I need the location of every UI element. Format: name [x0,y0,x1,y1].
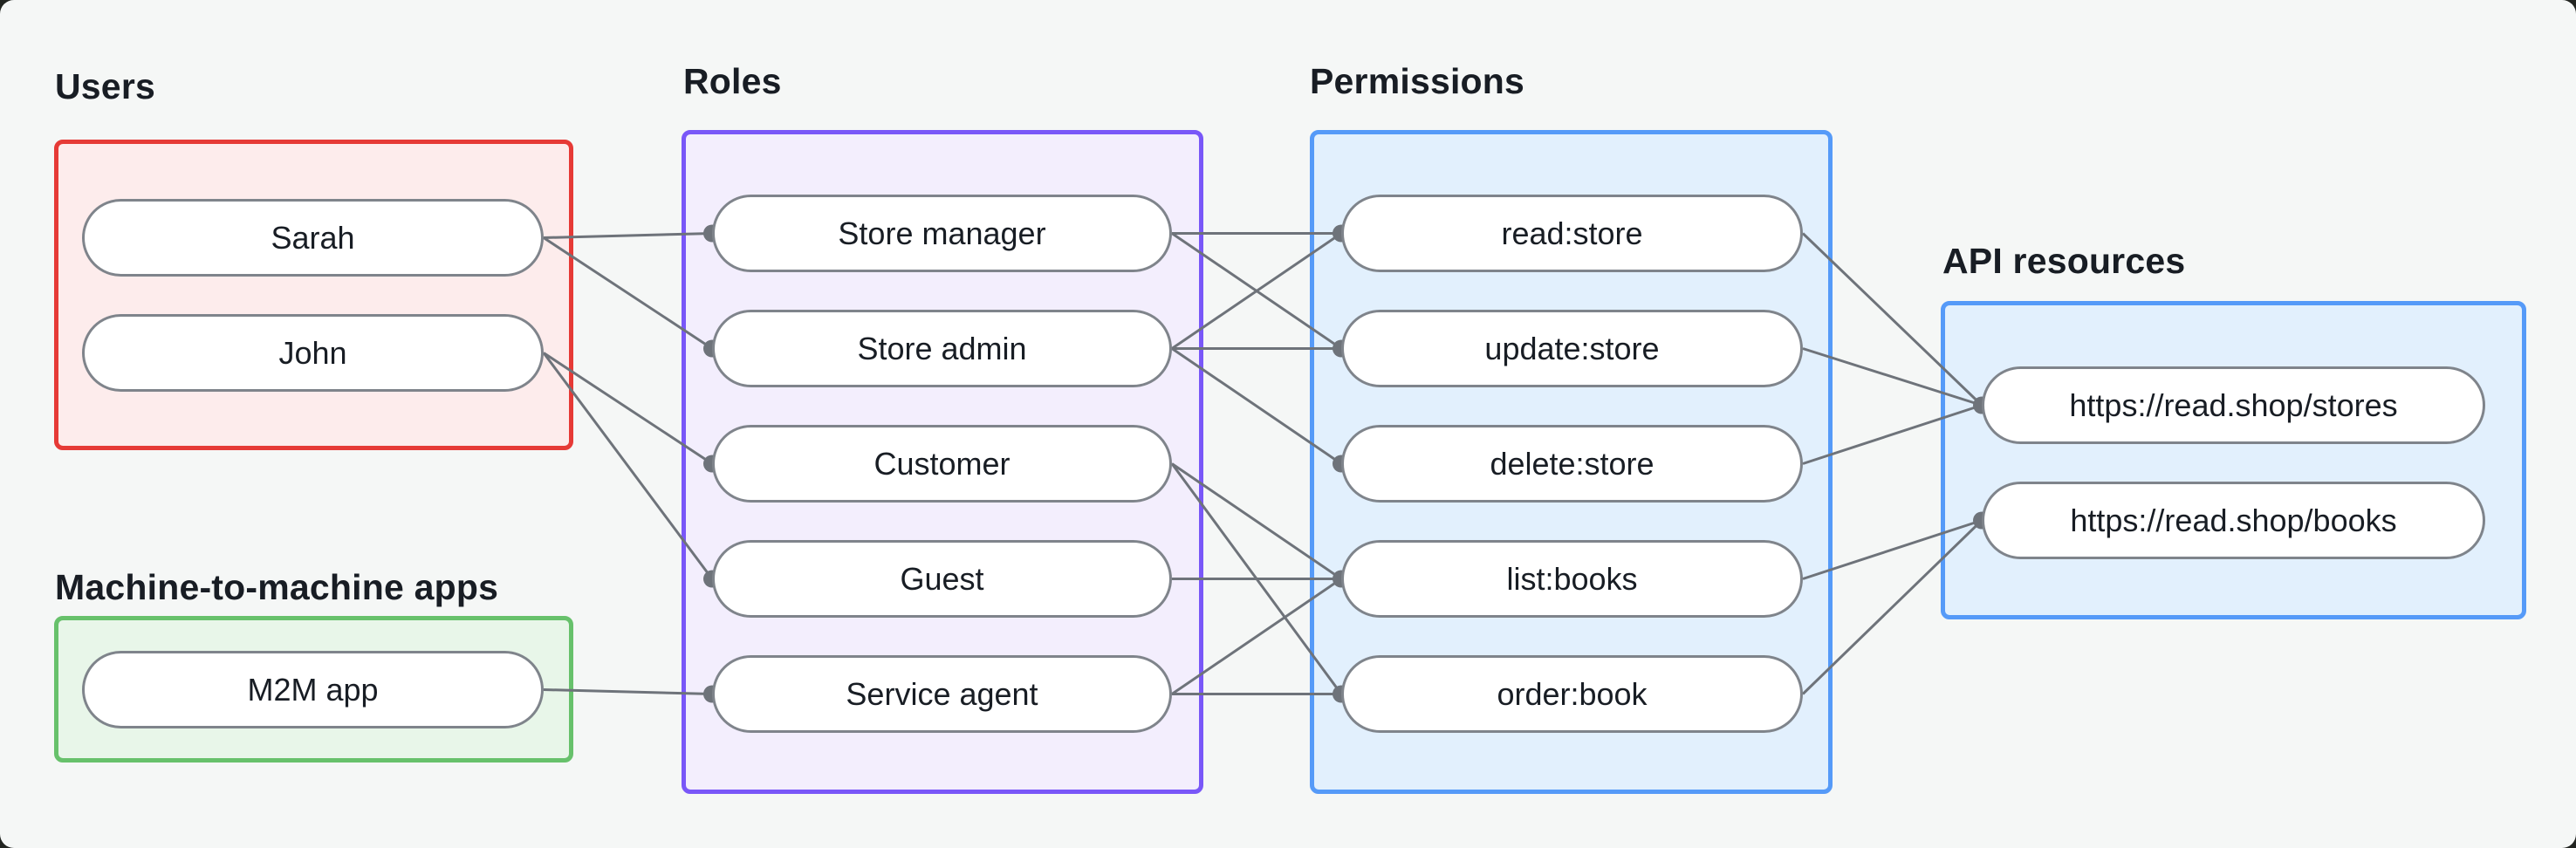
api-resource-node-books: https://read.shop/books [1982,482,2485,559]
user-node-sarah: Sarah [82,199,544,277]
role-node-guest: Guest [712,540,1172,618]
section-label-roles: Roles [683,61,782,101]
edge-list-books-to-books [1802,519,1983,580]
edge-store-admin-to-read-store [1171,232,1342,350]
api-resource-node-stores: https://read.shop/stores [1982,366,2485,444]
m2m-app-node: M2M app [82,651,544,728]
role-node-customer: Customer [712,425,1172,503]
edge-customer-to-list-books [1171,462,1342,580]
permission-node-list-books: list:books [1341,540,1803,618]
role-node-service-agent: Service agent [712,655,1172,733]
edge-m2m-app-to-service-agent [543,688,713,695]
edge-john-to-guest [542,352,714,580]
api-resources-group-box [1941,301,2526,619]
edge-read-store-to-stores [1801,232,1983,407]
edge-service-agent-to-list-books [1171,578,1342,695]
edge-update-store-to-stores [1802,347,1983,407]
section-label-api-resources: API resources [1942,241,2186,281]
section-label-permissions: Permissions [1310,61,1525,101]
users-group-box [54,140,573,450]
edge-delete-store-to-stores [1802,404,1983,465]
user-node-john: John [82,314,544,392]
edge-sarah-to-store-admin [543,236,713,350]
permission-node-read-store: read:store [1341,195,1803,272]
permission-node-order-book: order:book [1341,655,1803,733]
edge-john-to-customer [543,352,713,465]
edge-store-admin-to-delete-store [1171,347,1342,465]
role-node-store-admin: Store admin [712,310,1172,387]
edge-sarah-to-store-manager [543,232,713,239]
section-label-machine-to-machine-apps: Machine-to-machine apps [55,567,499,607]
permission-node-delete-store: delete:store [1341,425,1803,503]
edge-order-book-to-books [1801,519,1983,695]
role-node-store-manager: Store manager [712,195,1172,272]
permission-node-update-store: update:store [1341,310,1803,387]
section-label-users: Users [55,66,155,106]
